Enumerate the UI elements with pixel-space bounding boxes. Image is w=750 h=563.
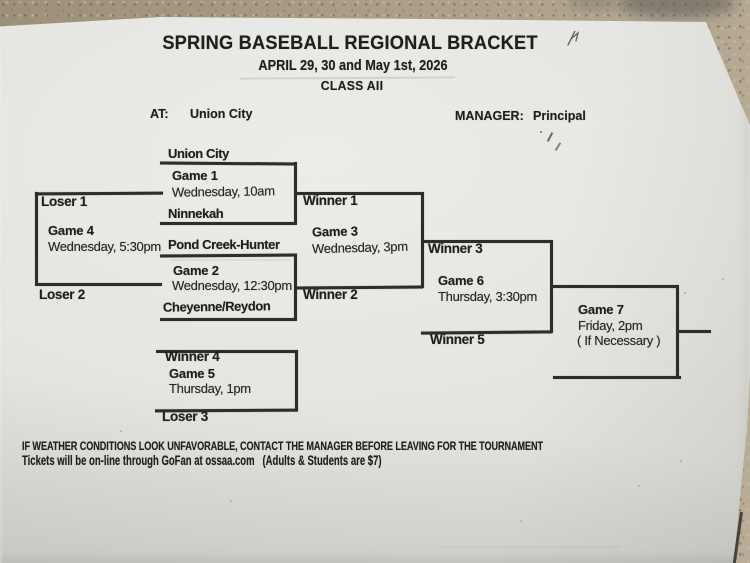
game2-time: Wednesday, 12:30pm <box>172 278 292 293</box>
game5-bottom-label: Loser 3 <box>162 409 208 424</box>
game7-note: ( If Necessary ) <box>577 333 661 348</box>
game3-top-label: Winner 1 <box>303 193 358 208</box>
game3-bottom-label: Winner 2 <box>303 287 358 302</box>
pen-dash <box>546 132 554 142</box>
at-label: AT: <box>150 107 169 121</box>
pen-scribble <box>567 30 580 46</box>
game2-top-team: Pond Creek-Hunter <box>168 237 280 252</box>
paper-smudge <box>440 546 620 548</box>
game2-bottom-line <box>160 318 297 321</box>
game1-name: Game 1 <box>172 168 218 183</box>
paper-speck <box>120 430 122 432</box>
paper-speck <box>680 460 682 462</box>
paper-speck <box>722 278 724 280</box>
game1-top-team: Union City <box>168 146 229 161</box>
game6-bottom-label: Winner 5 <box>430 332 485 347</box>
manager-value: Principal <box>533 109 586 123</box>
game3-name: Game 3 <box>311 223 358 240</box>
page-title: SPRING BASEBALL REGIONAL BRACKET <box>162 33 538 54</box>
game4-bottom-line <box>35 283 162 286</box>
pen-dot <box>540 131 542 133</box>
event-dates: APRIL 29, 30 and May 1st, 2026 <box>258 58 448 74</box>
game4-left-line <box>35 192 38 285</box>
game6-time: Thursday, 3:30pm <box>438 289 538 304</box>
paper-smudge <box>170 259 290 261</box>
paper-speck <box>638 485 640 487</box>
game7-right-line <box>676 285 679 378</box>
paper-speck <box>230 500 232 502</box>
class-label: CLASS AII <box>320 78 384 93</box>
game5-name: Game 5 <box>169 366 215 381</box>
at-value: Union City <box>190 107 253 121</box>
game7-time: Friday, 2pm <box>578 318 643 333</box>
game5-right-line <box>295 350 298 411</box>
shadow-blob <box>618 0 736 18</box>
game2-top-line <box>159 253 298 257</box>
game6-top-line <box>422 240 552 243</box>
game1-top-line <box>159 161 297 165</box>
game5-top-line <box>156 350 298 353</box>
game4-bottom-label: Loser 2 <box>39 287 85 302</box>
manager-label: MANAGER: <box>455 109 524 123</box>
game5-top-label: Winner 4 <box>165 349 220 364</box>
game6-name: Game 6 <box>438 273 484 288</box>
weather-note: IF WEATHER CONDITIONS LOOK UNFAVORABLE, … <box>22 439 544 453</box>
game1-bottom-team: Ninnekah <box>168 206 224 221</box>
tickets-note: Tickets will be on-line through GoFan at… <box>22 452 382 468</box>
game7-top-line <box>551 285 678 288</box>
game4-time: Wednesday, 5:30pm <box>48 239 161 254</box>
paper-speck <box>520 520 522 522</box>
champion-stub-line <box>678 330 711 333</box>
game3-time: Wednesday, 3pm <box>311 238 408 257</box>
pen-dash <box>554 142 562 151</box>
game7-name: Game 7 <box>578 302 624 317</box>
game2-bottom-team: Cheyenne/Reydon <box>162 298 271 315</box>
game6-top-label: Winner 3 <box>428 241 483 256</box>
paper-speck <box>684 292 686 294</box>
game1-bottom-line <box>160 222 297 225</box>
game4-name: Game 4 <box>48 223 94 238</box>
game5-time: Thursday, 1pm <box>169 381 251 396</box>
shadow-blob <box>568 0 618 10</box>
game2-name: Game 2 <box>173 263 219 278</box>
game4-top-label: Loser 1 <box>41 194 87 209</box>
game3-top-line <box>295 192 423 195</box>
game7-bottom-line <box>553 376 681 379</box>
game1-time: Wednesday, 10am <box>171 183 275 200</box>
